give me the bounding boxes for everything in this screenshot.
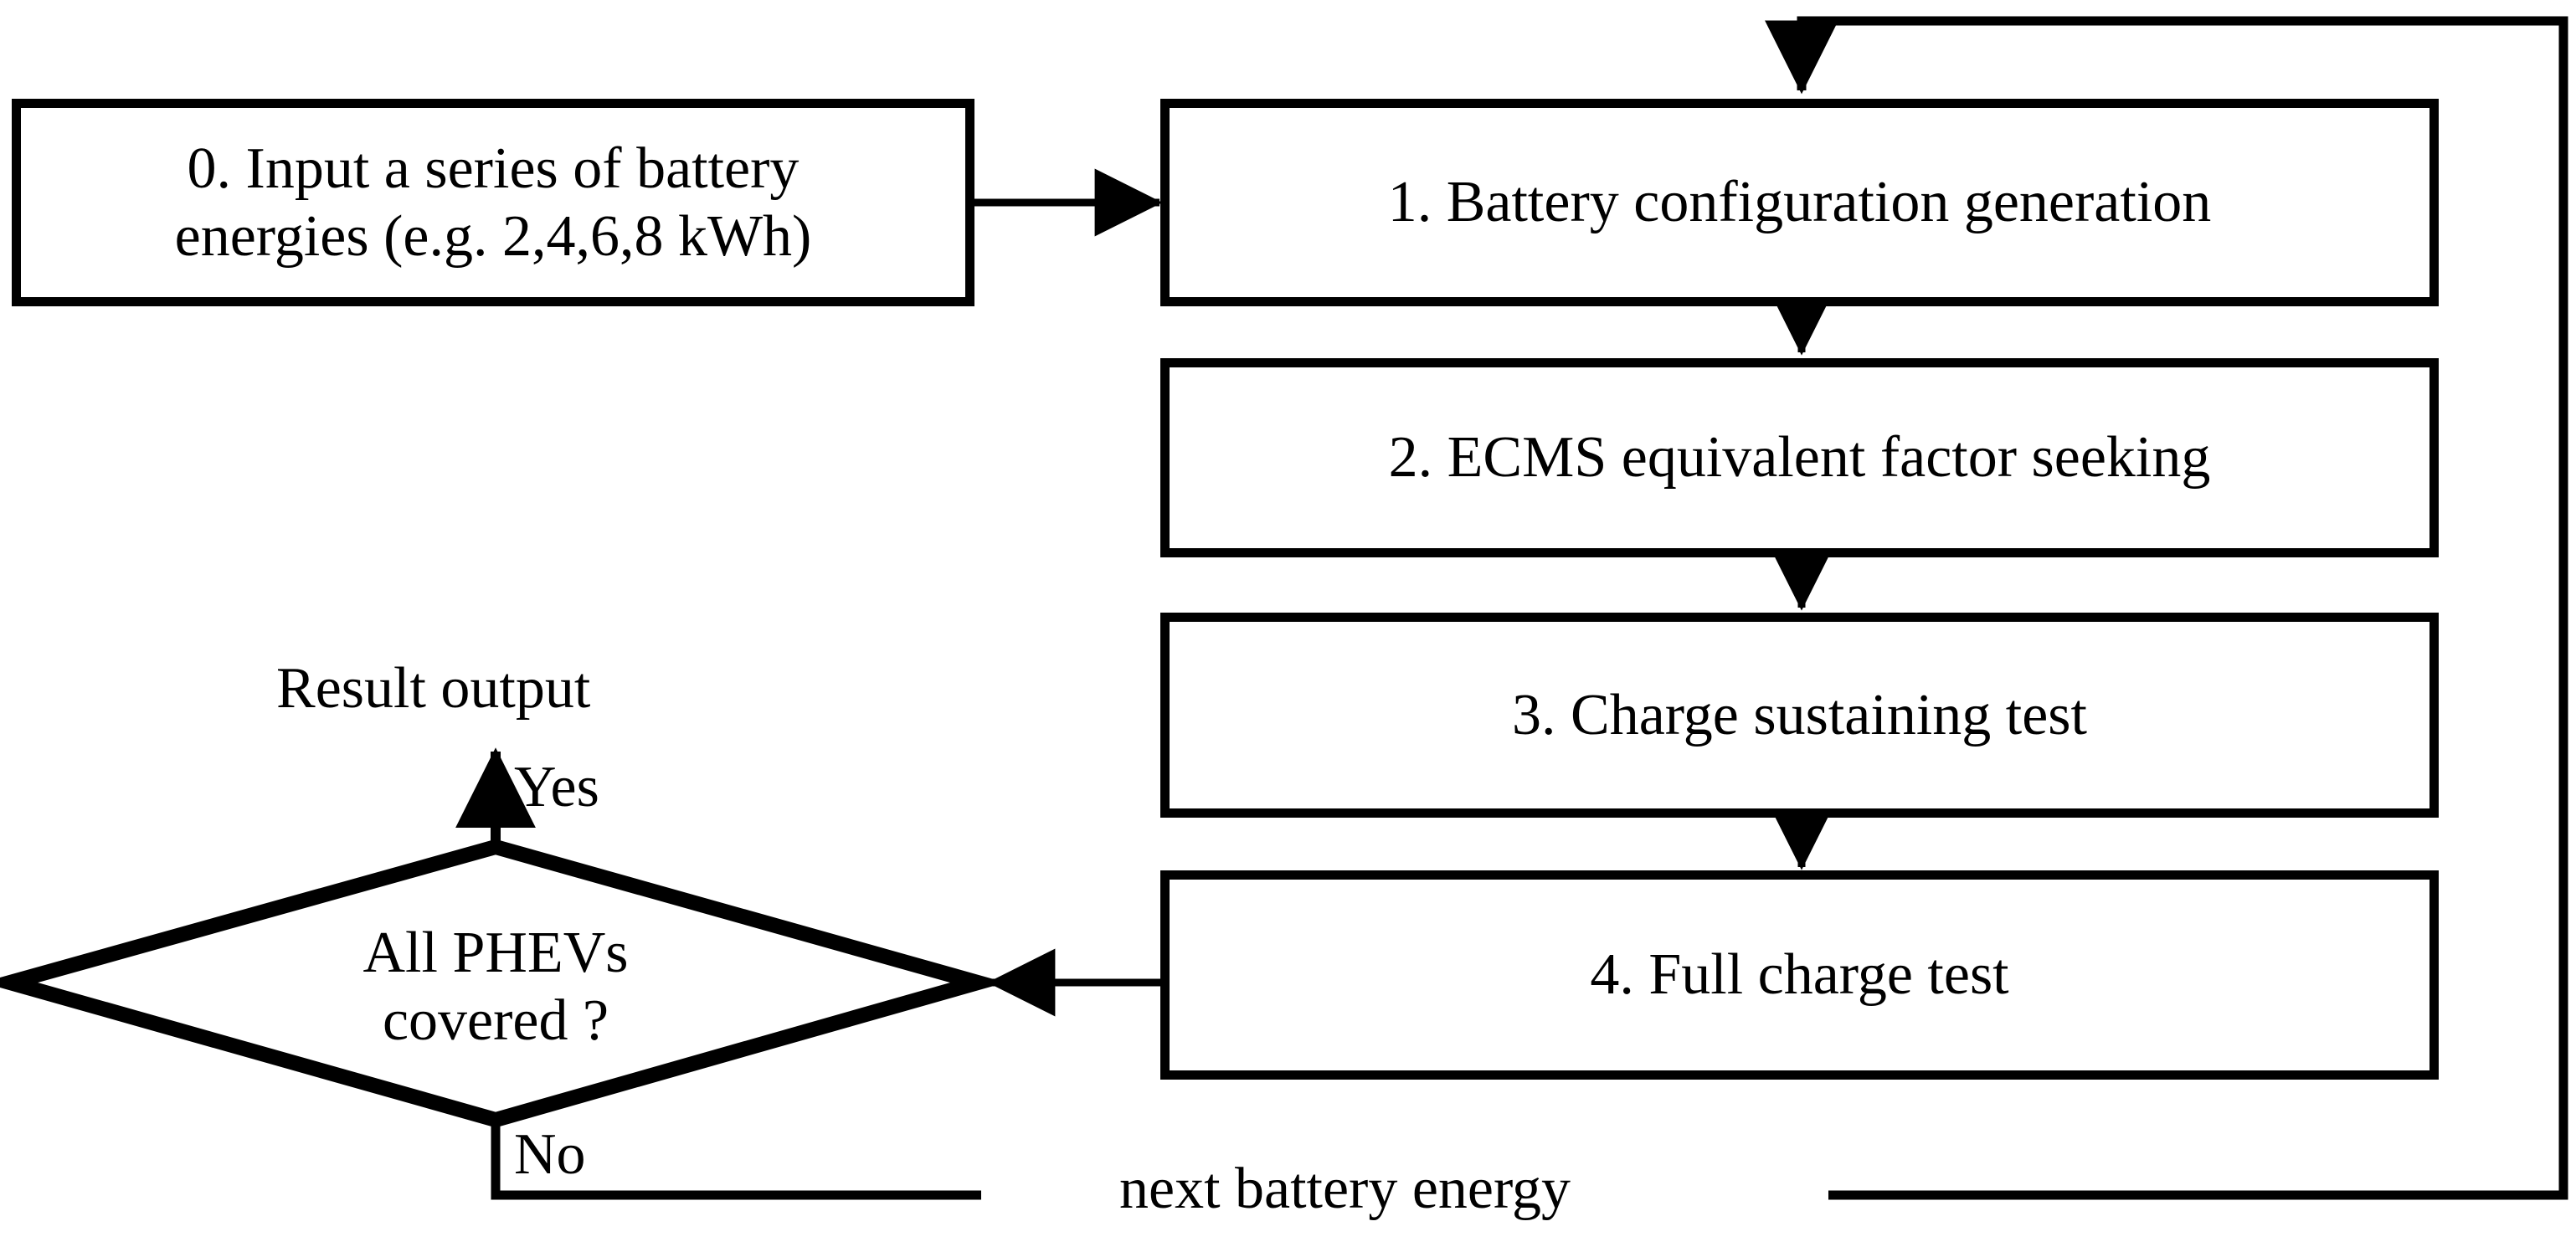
edge-feedback-return bbox=[1765, 16, 2568, 1200]
node-step0-label: 0. Input a series of battery energies (e… bbox=[174, 136, 812, 269]
node-step3[interactable]: 3. Charge sustaining test bbox=[1160, 613, 2439, 818]
node-step1[interactable]: 1. Battery configuration generation bbox=[1160, 99, 2439, 306]
node-step3-label: 3. Charge sustaining test bbox=[1512, 682, 2087, 747]
node-step2[interactable]: 2. ECMS equivalent factor seeking bbox=[1160, 358, 2439, 557]
node-decision-label: All PHEVs covered ? bbox=[362, 921, 629, 1054]
result-output-text: Result output bbox=[276, 656, 591, 721]
node-step4[interactable]: 4. Full charge test bbox=[1160, 870, 2439, 1080]
node-step2-label: 2. ECMS equivalent factor seeking bbox=[1388, 425, 2211, 490]
next-battery-energy-label: next battery energy bbox=[1119, 1157, 1571, 1221]
edge-decision-no-feedback bbox=[491, 1120, 981, 1200]
node-step0[interactable]: 0. Input a series of battery energies (e… bbox=[12, 99, 974, 306]
node-step4-label: 4. Full charge test bbox=[1590, 942, 2009, 1008]
node-step1-label: 1. Battery configuration generation bbox=[1387, 170, 2212, 235]
yes-label: Yes bbox=[514, 755, 599, 819]
no-label: No bbox=[514, 1122, 586, 1187]
